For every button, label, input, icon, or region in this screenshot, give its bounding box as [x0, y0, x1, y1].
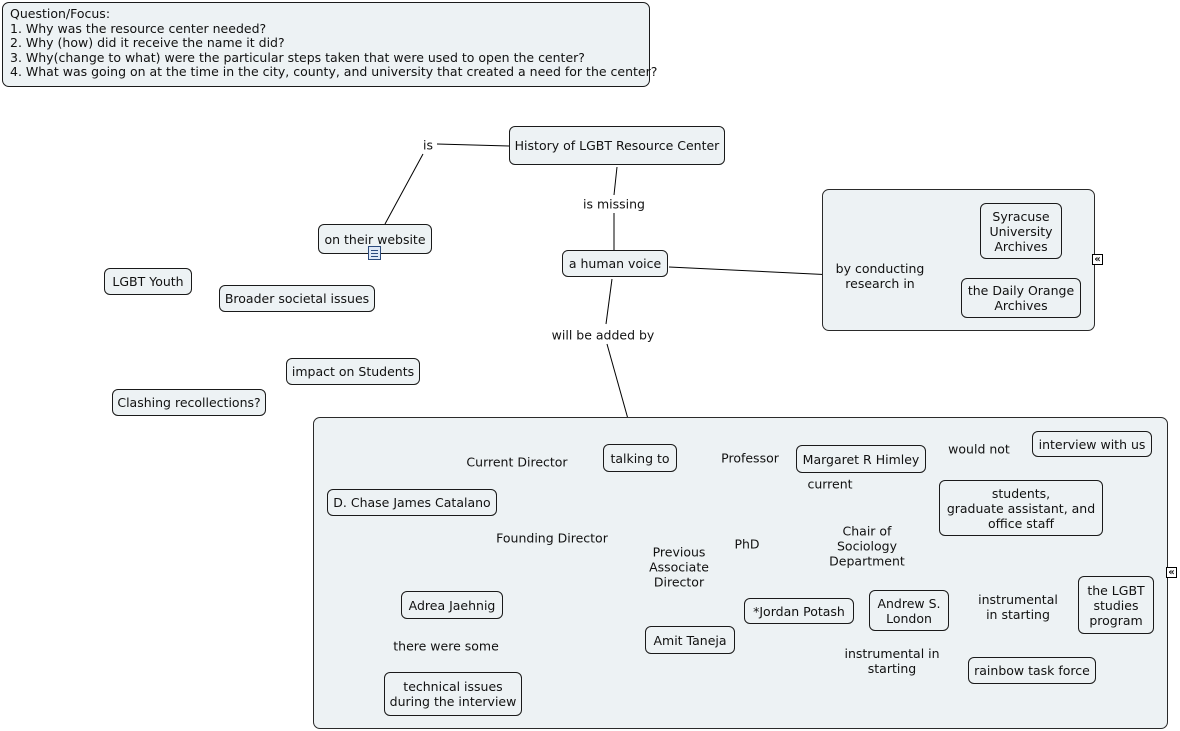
- concept-clashing-recollections[interactable]: Clashing recollections?: [112, 389, 266, 416]
- link-label-chair[interactable]: Chair of Sociology Department: [829, 523, 905, 569]
- concept-himley[interactable]: Margaret R Himley: [796, 445, 926, 473]
- concept-human-voice[interactable]: a human voice: [562, 250, 668, 277]
- link-label-will-be-added[interactable]: will be added by: [551, 327, 655, 343]
- link-label-instrumental-rainbow[interactable]: instrumental in starting: [844, 646, 940, 676]
- link-label-would-not[interactable]: would not: [948, 441, 1010, 457]
- link-label-instrumental-studies[interactable]: instrumental in starting: [978, 592, 1058, 622]
- link-label-professor[interactable]: Professor: [721, 450, 779, 466]
- concept-talking-to[interactable]: talking to: [603, 444, 677, 472]
- collapse-icon[interactable]: «: [1166, 567, 1177, 578]
- collapse-icon[interactable]: «: [1092, 254, 1103, 265]
- link-label-current-director[interactable]: Current Director: [466, 454, 568, 470]
- concept-impact-on-students[interactable]: impact on Students: [286, 358, 420, 385]
- link-label-current[interactable]: current: [807, 476, 853, 492]
- link-label-there-were-some[interactable]: there were some: [393, 638, 499, 654]
- link-line: [384, 153, 424, 225]
- concept-jaehnig[interactable]: Adrea Jaehnig: [401, 591, 503, 619]
- concept-syracuse-archives[interactable]: Syracuse University Archives: [980, 203, 1062, 259]
- focus-line: 4. What was going on at the time in the …: [10, 64, 658, 80]
- concept-lgbt-youth[interactable]: LGBT Youth: [104, 268, 192, 295]
- concept-on-their-website[interactable]: on their website: [318, 224, 432, 254]
- document-resource-icon[interactable]: [368, 246, 381, 260]
- concept-rainbow-task-force[interactable]: rainbow task force: [968, 657, 1096, 684]
- concept-potash[interactable]: *Jordan Potash: [744, 598, 854, 624]
- concept-students-staff[interactable]: students, graduate assistant, and office…: [939, 480, 1103, 536]
- link-line: [436, 143, 510, 147]
- focus-line: 1. Why was the resource center needed?: [10, 20, 267, 36]
- concept-catalano[interactable]: D. Chase James Catalano: [327, 489, 497, 516]
- link-label-by-conducting[interactable]: by conducting research in: [835, 261, 925, 291]
- concept-daily-orange-archives[interactable]: the Daily Orange Archives: [961, 278, 1081, 318]
- concept-lgbt-studies[interactable]: the LGBT studies program: [1078, 576, 1154, 634]
- concept-london[interactable]: Andrew S. London: [869, 590, 949, 631]
- link-line: [605, 278, 613, 325]
- link-label-is[interactable]: is: [423, 137, 433, 153]
- concept-interview-with-us[interactable]: interview with us: [1032, 431, 1152, 457]
- concept-broader-societal-issues[interactable]: Broader societal issues: [219, 285, 375, 312]
- concept-technical-issues[interactable]: technical issues during the interview: [384, 672, 522, 716]
- focus-line: 3. Why(change to what) were the particul…: [10, 49, 585, 65]
- focus-question-box: Question/Focus: 1. Why was the resource …: [2, 2, 658, 87]
- link-label-previous-associate[interactable]: Previous Associate Director: [649, 544, 709, 590]
- concept-taneja[interactable]: Amit Taneja: [645, 626, 735, 654]
- concept-history[interactable]: History of LGBT Resource Center: [509, 126, 725, 165]
- link-label-phd[interactable]: PhD: [734, 536, 760, 552]
- focus-title: Question/Focus:: [10, 6, 111, 21]
- link-line: [668, 266, 835, 276]
- link-label-founding-director[interactable]: Founding Director: [496, 530, 608, 546]
- link-line: [613, 166, 618, 196]
- focus-line: 2. Why (how) did it receive the name it …: [10, 35, 285, 51]
- link-label-is-missing[interactable]: is missing: [583, 196, 645, 212]
